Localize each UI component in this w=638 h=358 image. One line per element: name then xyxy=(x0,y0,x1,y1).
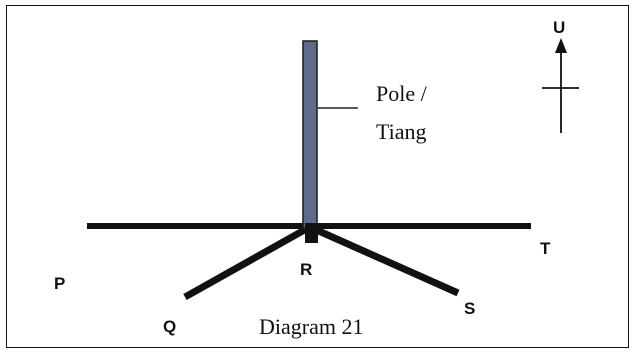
point-label-t: T xyxy=(540,239,551,258)
pole xyxy=(302,40,318,229)
line-rs xyxy=(310,224,460,297)
line-rq xyxy=(183,224,310,301)
point-label-r: R xyxy=(300,260,312,279)
diagram-caption: Diagram 21 xyxy=(259,314,363,339)
point-label-q: Q xyxy=(163,317,176,336)
point-label-p: P xyxy=(54,274,65,293)
pole-label-line1: Pole / xyxy=(376,81,428,106)
pole-label-line2: Tiang xyxy=(376,119,427,144)
point-label-s: S xyxy=(464,299,475,318)
pole-base xyxy=(305,223,318,243)
north-arrow-icon xyxy=(542,38,579,133)
north-label: U xyxy=(553,18,565,37)
